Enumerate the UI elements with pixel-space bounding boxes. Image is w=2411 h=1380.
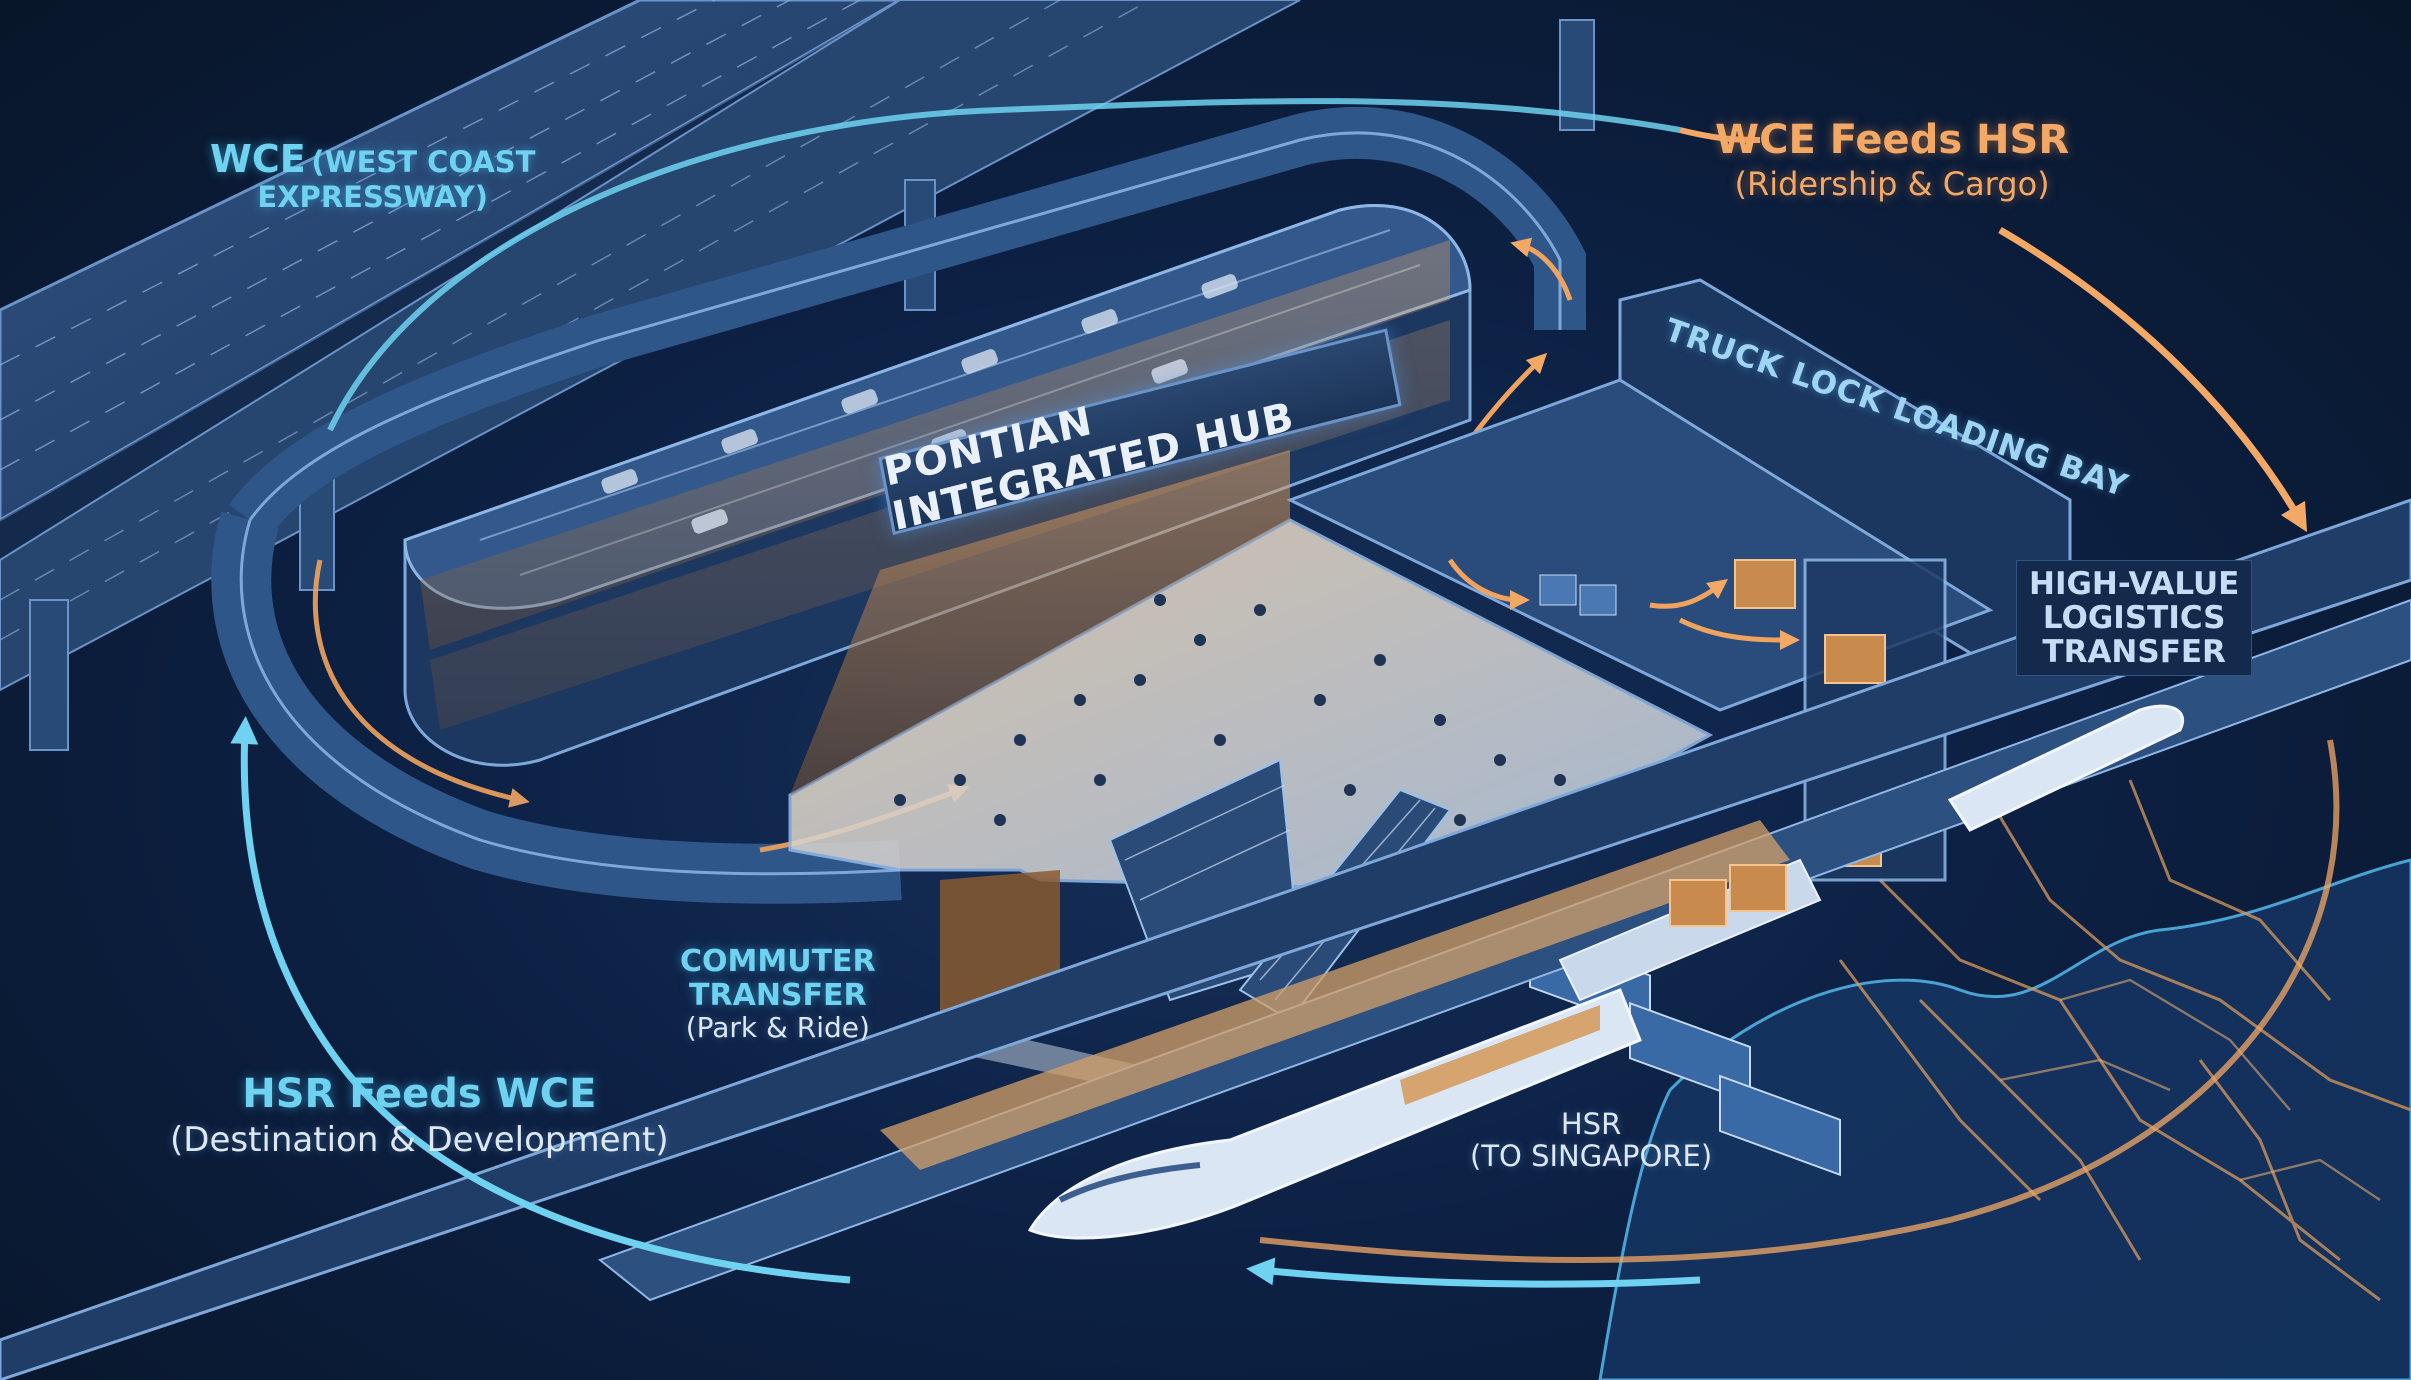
- wce-main-text: WCE: [210, 137, 306, 181]
- wce-label: WCE (WEST COAST EXPRESSWAY): [210, 138, 535, 213]
- commuter-line1: COMMUTER: [680, 945, 876, 979]
- commuter-transfer-label: COMMUTER TRANSFER (Park & Ride): [680, 945, 876, 1044]
- wce-paren-text: (WEST COAST: [311, 145, 535, 179]
- hsr-line2: (TO SINGAPORE): [1470, 1140, 1712, 1172]
- high-value-logistics-label: HIGH-VALUE LOGISTICS TRANSFER: [2016, 560, 2252, 676]
- wce-line2-text: EXPRESSWAY): [257, 180, 488, 214]
- hvlt-line1: HIGH-VALUE: [2029, 567, 2239, 601]
- hsr-feeds-title: HSR Feeds WCE: [170, 1072, 669, 1117]
- hvlt-line2: LOGISTICS: [2029, 601, 2239, 635]
- commuter-line2: TRANSFER: [680, 979, 876, 1013]
- hsr-line1: HSR: [1470, 1108, 1712, 1140]
- hvlt-line3: TRANSFER: [2029, 635, 2239, 669]
- wce-feeds-hsr-label: WCE Feeds HSR (Ridership & Cargo): [1715, 118, 2069, 203]
- wce-feeds-sub: (Ridership & Cargo): [1715, 167, 2069, 203]
- hsr-singapore-label: HSR (TO SINGAPORE): [1470, 1108, 1712, 1173]
- commuter-sub: (Park & Ride): [680, 1012, 876, 1043]
- wce-feeds-title: WCE Feeds HSR: [1715, 118, 2069, 163]
- hsr-feeds-wce-label: HSR Feeds WCE (Destination & Development…: [170, 1072, 669, 1159]
- hsr-feeds-sub: (Destination & Development): [170, 1121, 669, 1159]
